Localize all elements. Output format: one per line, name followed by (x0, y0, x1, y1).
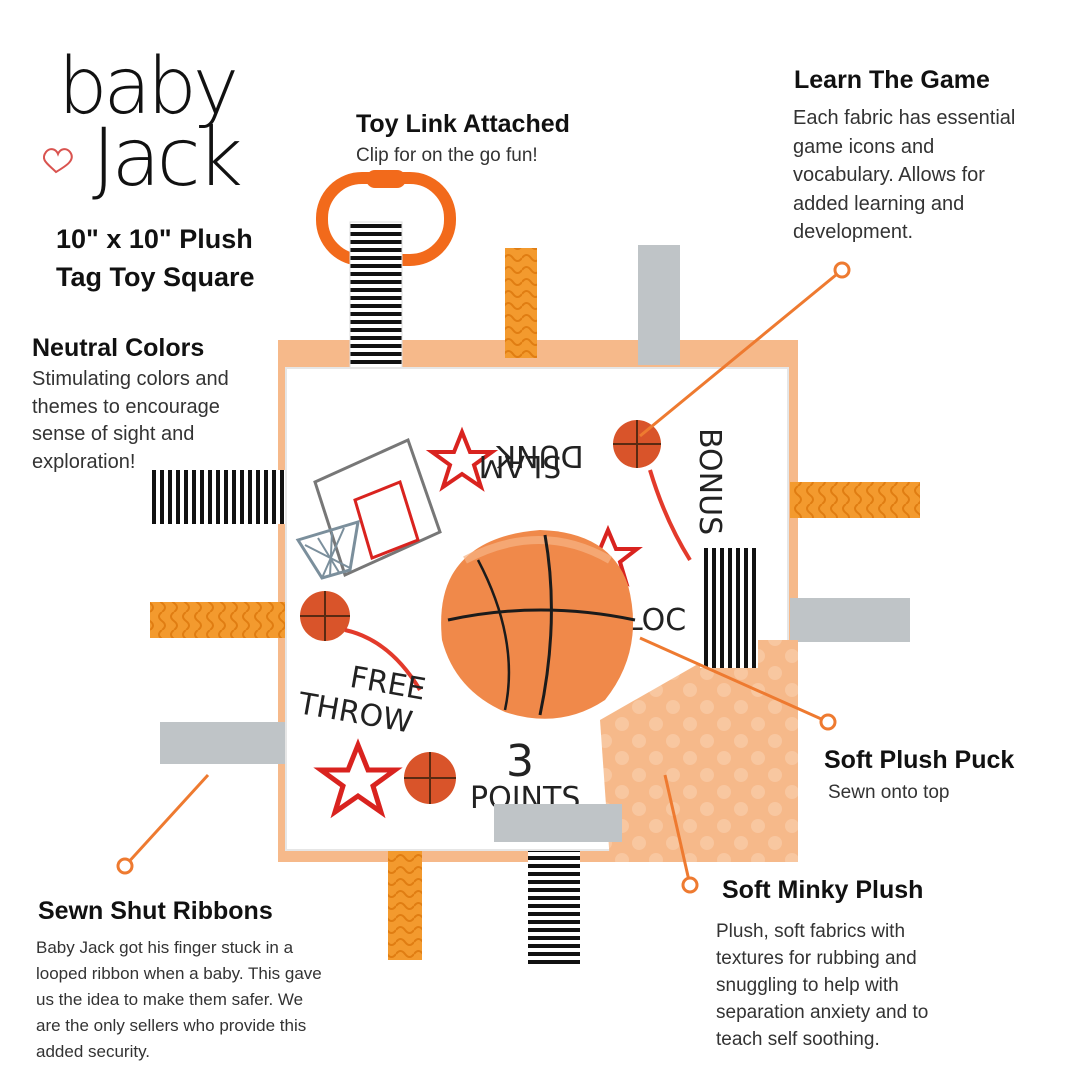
star-icon (425, 426, 499, 492)
callout-puck-pointer (639, 636, 837, 731)
learn-game-text: Each fabric has essential game icons and… (793, 107, 1016, 243)
ribbon-top-ruffle (505, 248, 537, 358)
heart-outline-icon (42, 148, 73, 174)
toy-link-title: Toy Link Attached (356, 110, 570, 138)
basketball-icon (613, 420, 692, 562)
ribbon-bottom-striped (528, 850, 580, 965)
minky-corner (600, 640, 798, 862)
fabric-text-three: 3 (506, 736, 534, 787)
callout-ribbons-pointer (116, 773, 210, 875)
ribbon-right-striped (700, 548, 758, 668)
ribbon-top-gray (638, 245, 680, 365)
product-size: 10" x 10" Plush (56, 224, 253, 254)
sewn-ribbons-title: Sewn Shut Ribbons (38, 897, 273, 925)
ribbon-right-ruffle (790, 482, 920, 518)
ribbon-left-gray (160, 722, 300, 764)
product-type: Tag Toy Square (56, 262, 255, 292)
logo-baby: baby (58, 42, 239, 132)
sewn-ribbons-text: Baby Jack got his finger stuck in a loop… (36, 938, 322, 1061)
star-icon (313, 738, 403, 819)
minky-plush-text: Plush, soft fabrics with textures for ru… (716, 921, 929, 1050)
minky-plush-title: Soft Minky Plush (722, 876, 924, 904)
fabric-text-dunk: DUNK (495, 438, 584, 473)
fabric-text-bonus: BONUS (692, 428, 727, 535)
ribbon-right-gray (790, 598, 910, 642)
ribbon-left-striped (148, 470, 298, 524)
toy-link-text: Clip for on the go fun! (356, 145, 538, 166)
ribbon-left-ruffle (150, 602, 300, 638)
plush-puck (441, 530, 636, 719)
callout-minky-pointer (663, 774, 699, 894)
fabric-text-block: LOC (626, 603, 686, 638)
neutral-colors-title: Neutral Colors (32, 334, 205, 362)
neutral-colors-text: Stimulating colors and themes to encoura… (32, 368, 229, 473)
plush-puck-title: Soft Plush Puck (824, 746, 1015, 774)
learn-game-title: Learn The Game (794, 66, 990, 94)
hoop-graphic (295, 437, 442, 580)
fabric-text-slam: SLAM (479, 448, 562, 483)
logo-jack: Jack (92, 111, 243, 204)
plush-puck-text: Sewn onto top (828, 782, 950, 803)
callout-learn-game-pointer (639, 261, 851, 438)
ribbon-bottom-ruffle (388, 850, 422, 960)
ribbon-top-striped (349, 221, 403, 373)
basketball-icon (300, 591, 422, 692)
basketball-icon (404, 752, 456, 804)
ribbon-bottom-gray (494, 804, 622, 842)
